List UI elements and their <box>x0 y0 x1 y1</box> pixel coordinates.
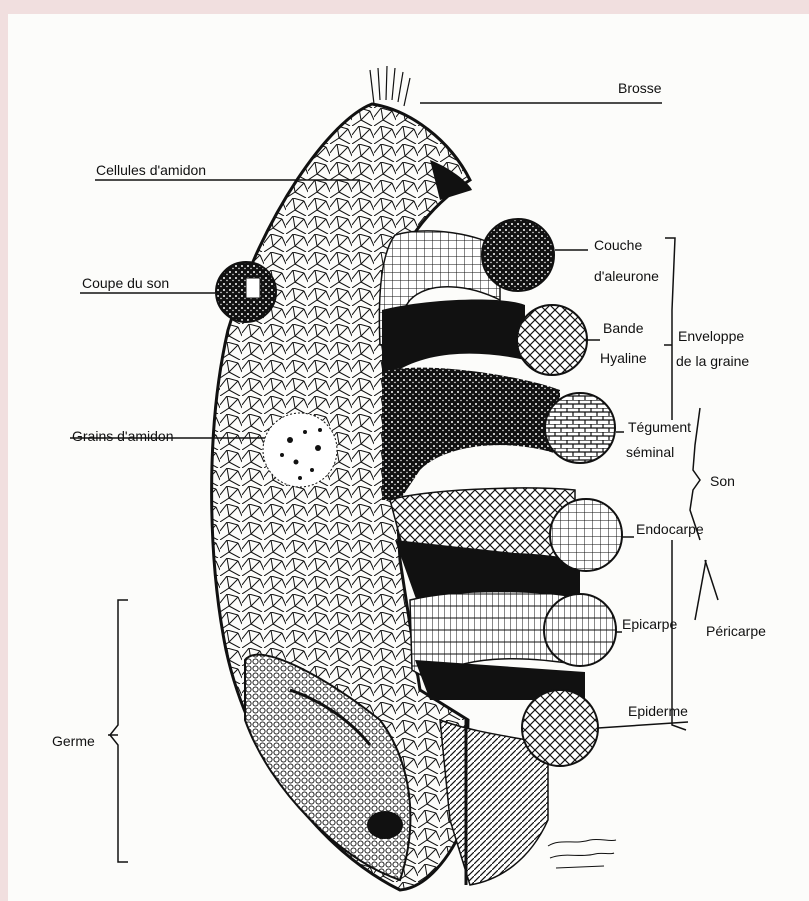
label-epicarpe: Epicarpe <box>622 616 677 632</box>
label-germe: Germe <box>52 733 95 749</box>
label-pericarpe: Péricarpe <box>706 623 766 639</box>
label-brosse: Brosse <box>618 80 662 96</box>
hyaline-band <box>382 300 525 372</box>
label-de-la-graine: de la graine <box>676 353 749 369</box>
tegument-circle <box>545 393 615 463</box>
label-seminal: séminal <box>626 444 674 460</box>
hyaline-circle <box>517 305 587 375</box>
label-bande: Bande <box>603 320 643 336</box>
tegument-band <box>382 368 560 500</box>
label-coupe-son: Coupe du son <box>82 275 169 291</box>
label-enveloppe: Enveloppe <box>678 328 744 344</box>
aleurone-circle <box>482 219 554 291</box>
epicarp-circle <box>544 594 616 666</box>
label-hyaline: Hyaline <box>600 350 647 366</box>
label-grains-amidon: Grains d'amidon <box>72 428 174 444</box>
label-couche: Couche <box>594 237 642 253</box>
endocarp-circle <box>550 499 622 571</box>
label-son: Son <box>710 473 735 489</box>
label-epiderme: Epiderme <box>628 703 688 719</box>
epidermis-circle <box>522 690 598 766</box>
label-cellules-amidon: Cellules d'amidon <box>96 162 206 178</box>
label-endocarpe: Endocarpe <box>636 521 704 537</box>
brush-hairs <box>370 66 410 106</box>
label-aleurone: d'aleurone <box>594 268 659 284</box>
starch-grain-circle <box>263 413 337 487</box>
author-signature <box>548 839 616 868</box>
label-tegument: Tégument <box>628 419 691 435</box>
